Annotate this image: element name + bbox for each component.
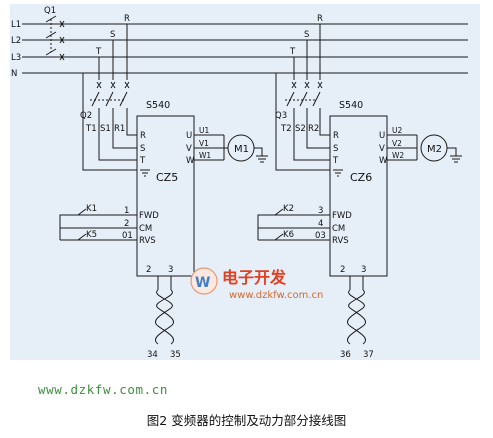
diagram-panel	[10, 4, 480, 360]
drive-name-1: CZ5	[156, 171, 178, 184]
wire-label-v2: V2	[392, 139, 402, 148]
terminal-t-2: T	[332, 156, 339, 166]
analog-terminal-2-2: 2	[340, 265, 345, 275]
wire-label-u2: U2	[392, 126, 402, 135]
cable-end-37: 37	[363, 350, 374, 360]
switch-label-k1: K1	[86, 204, 97, 214]
control-rvs-2: RVS	[332, 236, 349, 246]
watermark-url: www.dzkfw.com.cn	[229, 290, 323, 301]
control-rvs-1: RVS	[139, 236, 156, 246]
analog-terminal-3-1: 3	[168, 265, 173, 275]
twisted-cable-cz5	[155, 289, 174, 345]
terminal-w-2: W	[379, 156, 388, 166]
wire-label-r1: R1	[114, 124, 125, 134]
control-fwd-1: FWD	[139, 211, 159, 221]
control-num-1a: 1	[124, 206, 129, 216]
twisted-cable-cz6	[347, 289, 366, 345]
terminal-w-1: W	[186, 156, 195, 166]
terminal-r-1: R	[140, 131, 146, 141]
control-cm-1: CM	[139, 224, 152, 234]
terminal-v-2: V	[379, 144, 385, 154]
wire-label-t2: T2	[280, 124, 292, 134]
terminal-u-2: U	[379, 131, 385, 141]
terminal-v-1: V	[186, 144, 192, 154]
terminal-r-2: R	[333, 131, 339, 141]
breaker-label-q3: Q3	[275, 111, 287, 121]
switch-label-k6: K6	[283, 230, 294, 240]
bus-label-l1: L1	[11, 20, 21, 30]
switch-label-k5: K5	[86, 230, 97, 240]
inverter-box-cz6	[329, 115, 388, 277]
switch-label-k2: K2	[283, 204, 294, 214]
inverter-box-cz5	[136, 115, 195, 277]
control-num-2a: 3	[318, 206, 323, 216]
bus-label-n: N	[11, 69, 17, 79]
wire-label-w2: W2	[392, 151, 404, 160]
drive-cz6	[257, 81, 462, 345]
main-breaker-q1	[45, 15, 65, 61]
motor-label-m2: M2	[427, 144, 442, 155]
feeder-label-t1: T	[95, 47, 102, 57]
control-num-1b: 2	[124, 219, 129, 229]
terminal-s-2: S	[333, 144, 338, 154]
drive-name-2: CZ6	[350, 171, 372, 184]
drive-model-1: S540	[146, 100, 170, 111]
control-cm-2: CM	[332, 224, 345, 234]
control-num-1c: 01	[122, 231, 133, 241]
breaker-q2	[90, 81, 130, 107]
wire-label-w1: W1	[199, 151, 211, 160]
figure-caption: 图2 变频器的控制及动力部分接线图	[146, 413, 347, 428]
bus-label-l2: L2	[11, 36, 21, 46]
control-fwd-2: FWD	[332, 211, 352, 221]
breaker-q3	[285, 81, 323, 107]
wire-label-r2: R2	[308, 124, 319, 134]
control-num-2c: 03	[315, 231, 326, 241]
cable-end-36: 36	[340, 350, 351, 360]
breaker-label-q2: Q2	[80, 111, 92, 121]
site-url[interactable]: www.dzkfw.com.cn	[38, 382, 169, 397]
wire-label-s2: S2	[295, 124, 306, 134]
wire-label-t1: T1	[85, 124, 97, 134]
watermark-logo: W 电子开发 www.dzkfw.com.cn	[190, 267, 323, 301]
wire-label-s1: S1	[100, 124, 111, 134]
motor-label-m1: M1	[234, 144, 249, 155]
terminal-u-1: U	[186, 131, 192, 141]
terminal-s-1: S	[140, 144, 145, 154]
feeder-label-r1: R	[124, 14, 130, 24]
control-num-2b: 4	[318, 219, 323, 229]
cable-end-35: 35	[170, 350, 181, 360]
feeder-label-t2: T	[289, 47, 296, 57]
feeder-label-s2: S	[304, 30, 309, 40]
feeder-label-r2: R	[317, 14, 323, 24]
feeder-label-s1: S	[110, 30, 115, 40]
drive-cz5	[59, 81, 268, 345]
main-breaker-label: Q1	[44, 6, 56, 16]
analog-terminal-3-2: 3	[361, 265, 366, 275]
drive-model-2: S540	[339, 100, 363, 111]
bus-label-l3: L3	[11, 53, 21, 63]
analog-terminal-2-1: 2	[146, 265, 151, 275]
svg-text:W: W	[195, 275, 210, 291]
cable-end-34: 34	[147, 350, 158, 360]
terminal-t-1: T	[139, 156, 146, 166]
wire-label-u1: U1	[199, 126, 209, 135]
wire-label-v1: V1	[199, 139, 209, 148]
watermark-brand: 电子开发	[222, 268, 287, 287]
